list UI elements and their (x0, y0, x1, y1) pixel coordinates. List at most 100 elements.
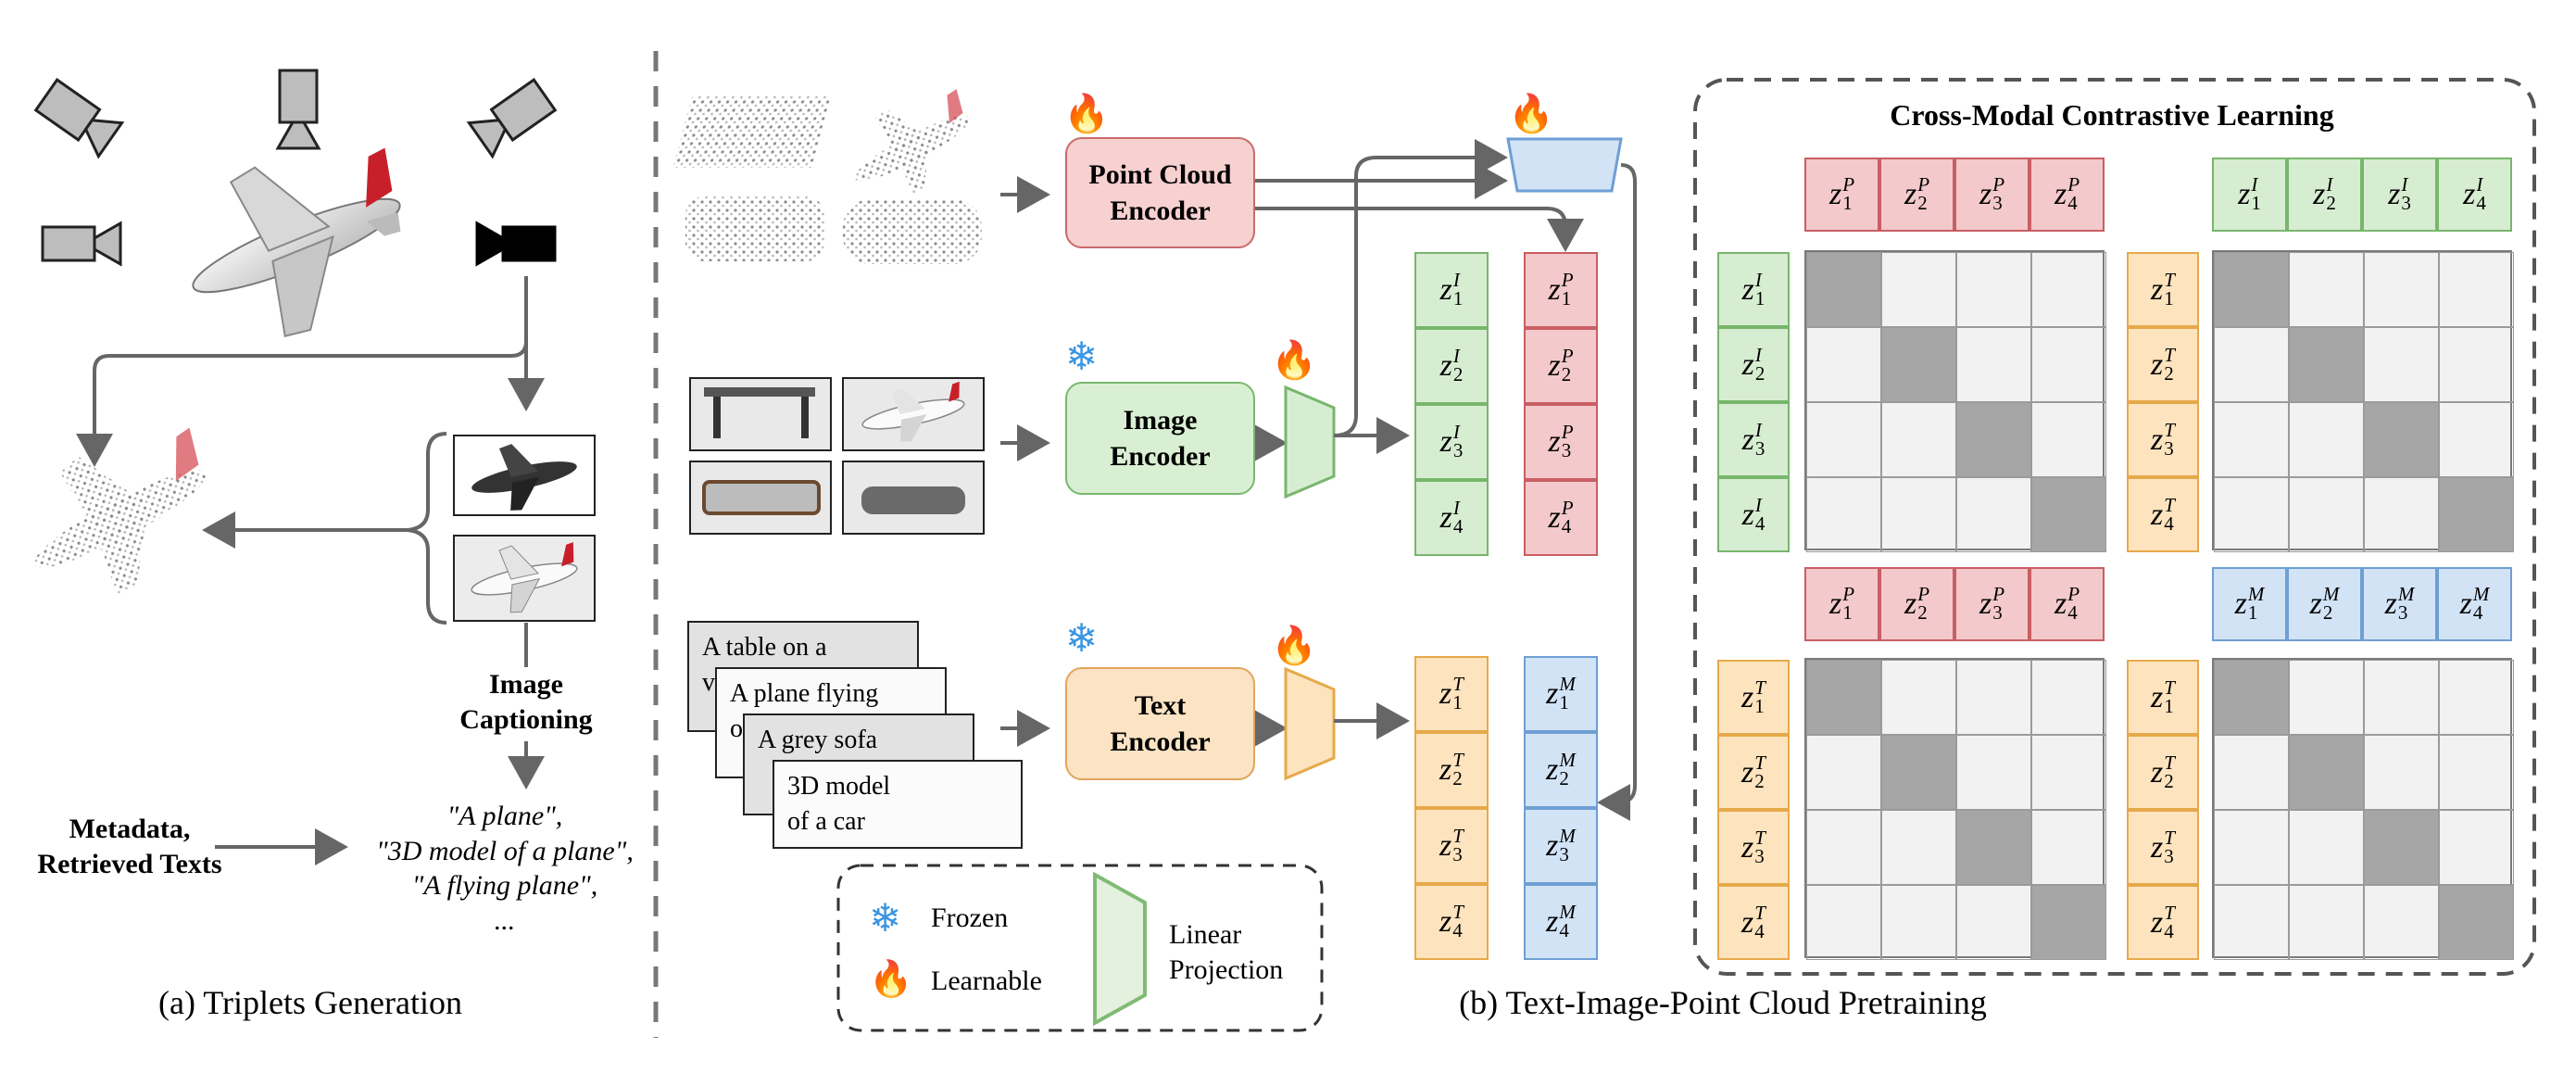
airplane-render (192, 147, 401, 337)
unmatched-pair-cell (2439, 660, 2514, 735)
unmatched-pair-cell (2214, 735, 2289, 810)
unmatched-pair-cell (2439, 735, 2514, 810)
caption-b: (b) Text-Image-Point Cloud Pretraining (1459, 984, 1987, 1021)
unmatched-pair-cell (2439, 810, 2514, 885)
unmatched-pair-cell (2214, 810, 2289, 885)
matched-pair-cell (1956, 810, 2031, 885)
unmatched-pair-cell (2364, 477, 2439, 552)
unmatched-pair-cell (1806, 327, 1881, 402)
snowflake-icon: ❄ (869, 898, 902, 941)
flame-icon: 🔥 (1063, 93, 1110, 134)
matched-pair-cell (2439, 477, 2514, 552)
matched-pair-cell (2289, 735, 2364, 810)
camera-icon (33, 78, 125, 159)
unmatched-pair-cell (1881, 660, 1956, 735)
unmatched-pair-cell (1806, 810, 1881, 885)
generated-texts: "A plane", "3D model of a plane", "A fly… (376, 801, 634, 936)
unmatched-pair-cell (2289, 660, 2364, 735)
unmatched-pair-cell (2289, 885, 2364, 960)
arrow (1597, 163, 1637, 821)
matched-pair-cell (2031, 477, 2106, 552)
matched-pair-cell (2364, 402, 2439, 477)
camera-icon (41, 221, 122, 267)
matched-pair-cell (2214, 252, 2289, 327)
legend-projection-icon (1093, 871, 1147, 1027)
matched-pair-cell (1806, 252, 1881, 327)
point-cloud (33, 427, 207, 595)
unmatched-pair-cell (2364, 660, 2439, 735)
unmatched-pair-cell (2031, 402, 2106, 477)
point-cloud-samples (672, 89, 982, 264)
matched-pair-cell (2289, 327, 2364, 402)
unmatched-pair-cell (1956, 327, 2031, 402)
flame-icon: 🔥 (1508, 93, 1554, 134)
similarity-matrix (1804, 250, 2106, 552)
unmatched-pair-cell (2364, 327, 2439, 402)
arrow (1333, 139, 1508, 437)
unmatched-pair-cell (1881, 402, 1956, 477)
unmatched-pair-cell (1806, 735, 1881, 810)
unmatched-pair-cell (2439, 402, 2514, 477)
unmatched-pair-cell (2364, 252, 2439, 327)
arrow (1255, 207, 1584, 252)
matched-pair-cell (2364, 810, 2439, 885)
unmatched-pair-cell (1881, 885, 1956, 960)
unmatched-pair-cell (1806, 477, 1881, 552)
unmatched-pair-cell (1806, 402, 1881, 477)
unmatched-pair-cell (2364, 885, 2439, 960)
unmatched-pair-cell (2364, 735, 2439, 810)
unmatched-pair-cell (2214, 402, 2289, 477)
unmatched-pair-cell (2214, 477, 2289, 552)
matched-pair-cell (2214, 660, 2289, 735)
unmatched-pair-cell (1881, 810, 1956, 885)
flame-icon: 🔥 (869, 960, 913, 999)
matched-pair-cell (1956, 402, 2031, 477)
unmatched-pair-cell (2214, 327, 2289, 402)
similarity-matrix (2212, 658, 2514, 960)
matched-pair-cell (2031, 885, 2106, 960)
unmatched-pair-cell (1881, 252, 1956, 327)
matched-pair-cell (1881, 735, 1956, 810)
unmatched-pair-cell (1956, 660, 2031, 735)
matched-pair-cell (1881, 327, 1956, 402)
